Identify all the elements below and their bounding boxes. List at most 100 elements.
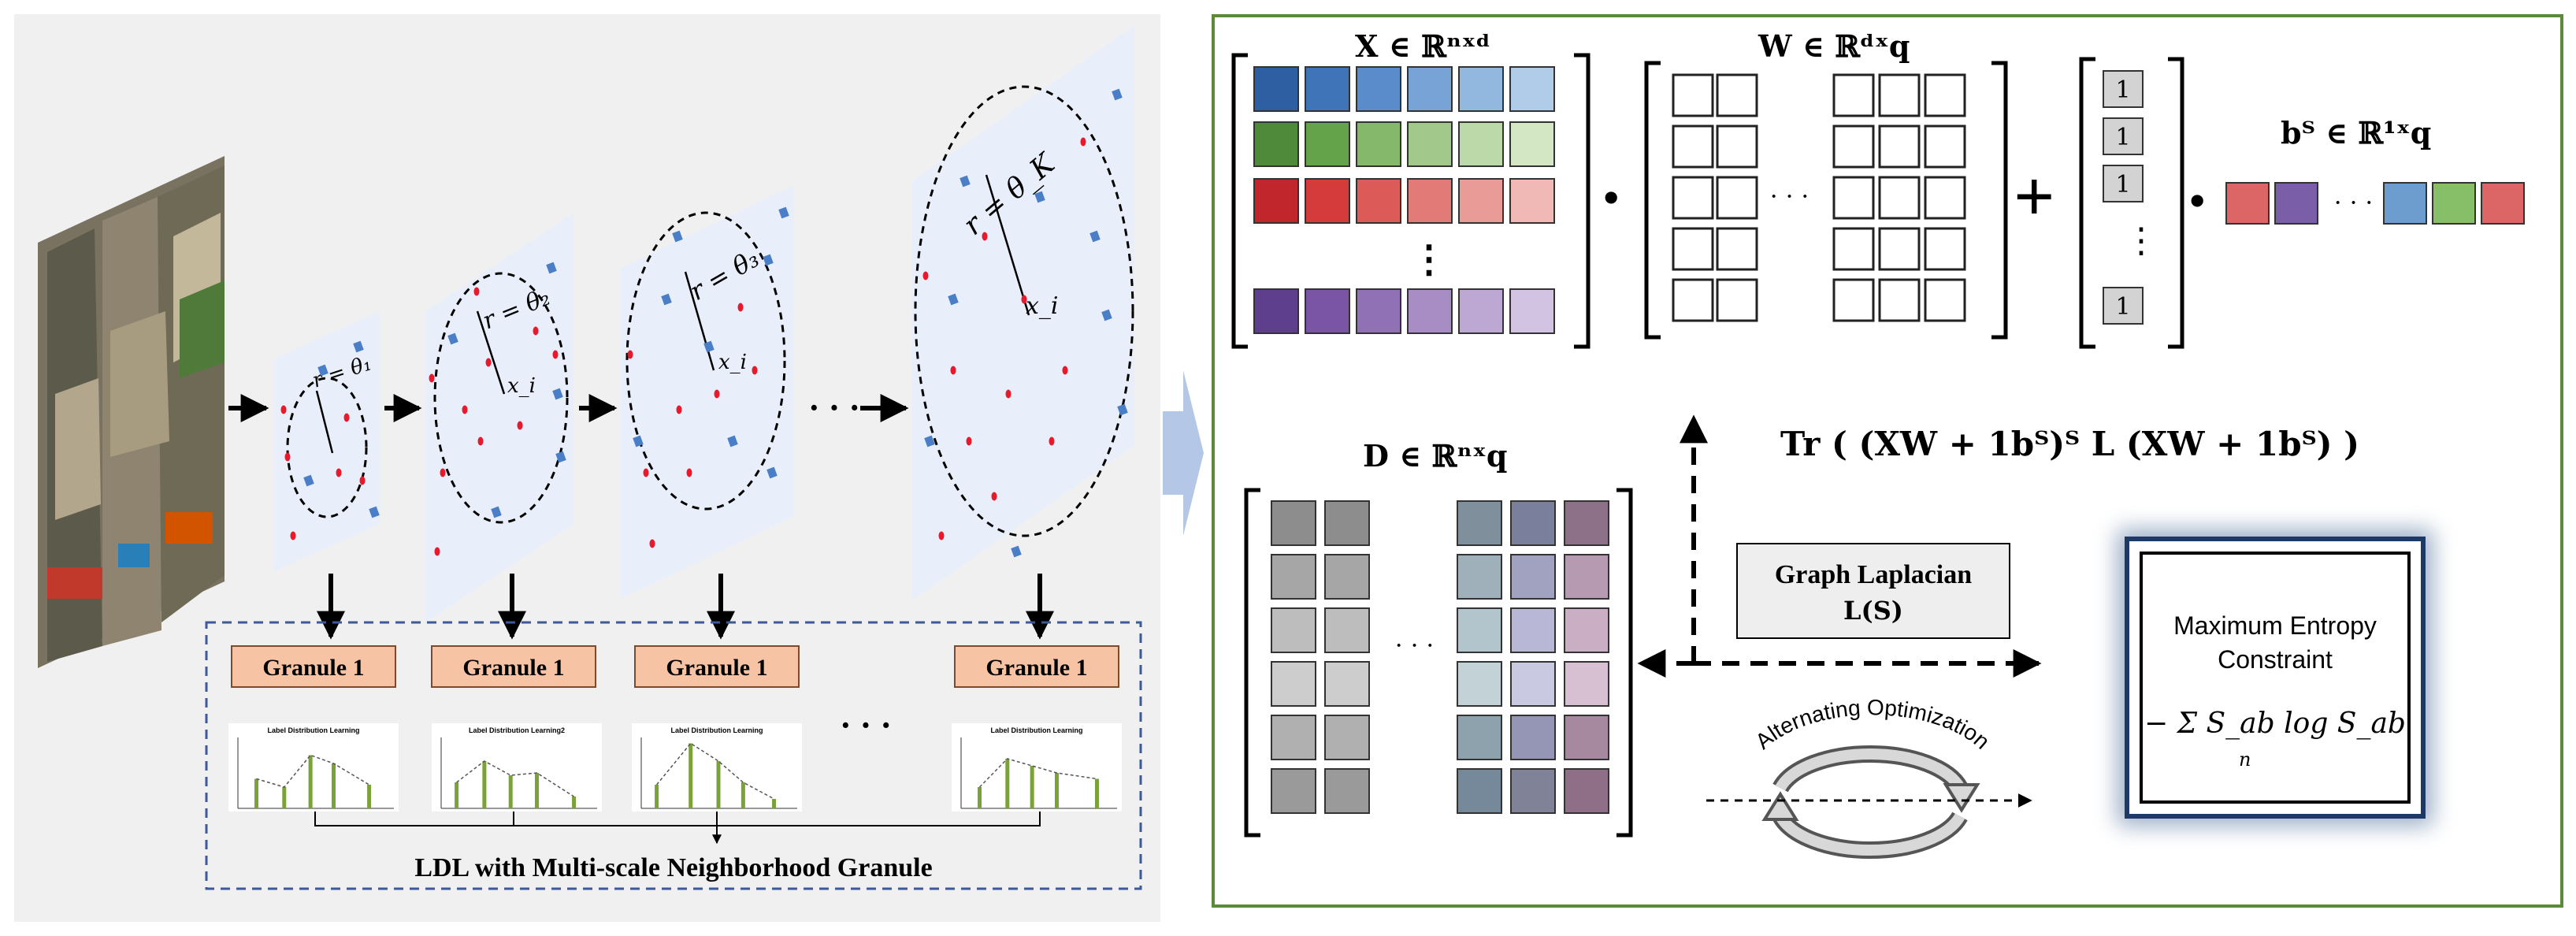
x-matrix-cell: [1305, 121, 1350, 167]
city-photo: [38, 156, 225, 668]
w-matrix-cells: [1672, 73, 1966, 322]
radius-line-1: [315, 390, 334, 454]
w-matrix-cell: [1672, 278, 1714, 322]
w-matrix-cell: [1832, 73, 1875, 117]
plus-operator: +: [2014, 156, 2054, 236]
sample-point-red: [1080, 137, 1086, 147]
x-matrix-cell: [1253, 66, 1299, 112]
w-matrix-cell: [1672, 227, 1714, 271]
entropy-title-2: Constraint: [2218, 645, 2333, 674]
sample-point-red: [485, 358, 492, 367]
d-matrix-cell: [1271, 500, 1316, 546]
x-matrix-cell: [1253, 288, 1299, 334]
sample-point-blue: [369, 506, 380, 518]
sample-point-red: [280, 405, 287, 414]
center-label-k: x_i: [1026, 292, 1059, 320]
w-matrix-cell: [1716, 124, 1758, 169]
x-matrix-cell: [1305, 288, 1350, 334]
x-matrix-cell: [1356, 66, 1401, 112]
granule-boxes: Granule 1 Granule 1 Granule 1 Granule 1: [231, 645, 1119, 688]
w-matrix-cell: [1832, 278, 1875, 322]
b-vector-hdots: · · ·: [2333, 188, 2374, 217]
b-vector-cell: [2225, 182, 2270, 225]
stage-ellipsis: · · ·: [808, 388, 860, 427]
sample-point-blue: [1011, 545, 1022, 558]
sample-point-red: [336, 468, 342, 477]
dot-operator-2: •: [2188, 173, 2206, 228]
x-matrix-cell: [1356, 288, 1401, 334]
sample-point-blue: [552, 388, 563, 400]
ones-cell-label: 1: [2115, 124, 2130, 151]
sample-point-blue: [633, 435, 644, 448]
w-matrix-cell: [1716, 73, 1758, 117]
x-matrix-cell: [1253, 178, 1299, 224]
d-matrix-cell: [1510, 661, 1556, 707]
w-matrix-cell: [1878, 73, 1921, 117]
granule-box-1: Granule 1: [231, 645, 396, 688]
w-matrix-cell: [1924, 124, 1966, 169]
b-vector-label: bᵀ ∈ ℝ¹ˣq: [2281, 115, 2431, 150]
x-matrix-cell: [1509, 121, 1555, 167]
d-matrix-cell: [1457, 607, 1502, 653]
trace-formula: Tr ( (XW + 1bᵀ)ᵀ L (XW + 1bᵀ) ): [1780, 425, 2359, 463]
neighborhood-plane-1: r = θ₁: [274, 311, 380, 571]
x-matrix-cell: [1407, 178, 1453, 224]
ldl-caption: LDL with Multi-scale Neighborhood Granul…: [414, 853, 932, 882]
w-matrix-hdots: · · ·: [1769, 182, 1810, 211]
sample-point-red: [1021, 295, 1027, 304]
sample-point-red: [686, 468, 692, 477]
w-matrix-cell: [1672, 124, 1714, 169]
d-matrix-cells: [1271, 500, 1609, 814]
sample-point-red: [991, 492, 997, 501]
d-matrix-cell: [1457, 554, 1502, 600]
d-matrix-cell: [1324, 661, 1370, 707]
d-matrix-cell: [1457, 715, 1502, 760]
sample-point-red: [477, 436, 484, 446]
neighborhood-plane-k: r = θ_K x_i: [912, 25, 1134, 600]
w-matrix-cell: [1924, 227, 1966, 271]
d-matrix-cell: [1510, 554, 1556, 600]
d-matrix-cell: [1564, 768, 1609, 814]
ones-cell: [2103, 70, 2144, 108]
sample-point-red: [676, 405, 682, 414]
d-matrix-cell: [1510, 500, 1556, 546]
sample-point-blue: [960, 175, 971, 188]
sample-point-blue: [672, 230, 683, 243]
sample-point-red: [950, 366, 956, 375]
ones-vdots: ⋮: [2124, 221, 2158, 260]
w-matrix-cell: [1878, 176, 1921, 220]
plot-curve: [256, 754, 369, 788]
sample-point-red: [440, 468, 446, 477]
sample-point-blue: [1112, 88, 1123, 101]
sample-point-red: [966, 436, 972, 446]
sample-point-red: [1005, 389, 1011, 399]
radius-line-k: [985, 174, 1030, 316]
sample-point-blue: [1089, 230, 1101, 243]
x-matrix-cell: [1407, 121, 1453, 167]
d-matrix-cell: [1271, 661, 1316, 707]
entropy-formula: − Σ S_ab log S_ab: [2144, 708, 2406, 740]
w-matrix-cell: [1672, 176, 1714, 220]
center-label-2: x_i: [507, 374, 536, 398]
graph-laplacian-box: Graph Laplacian L(S): [1736, 543, 2010, 639]
w-matrix-label: W ∈ ℝᵈˣq: [1758, 28, 1910, 64]
w-matrix-cell: [1878, 124, 1921, 169]
plots-ellipsis: · · ·: [840, 706, 892, 745]
ldl-plot-3: Label Distribution Learning: [632, 723, 802, 812]
sample-point-blue: [1101, 309, 1112, 321]
plot-title: Label Distribution Learning2: [469, 726, 565, 734]
neighborhood-plane-3: r = θ₃ x_i: [621, 185, 794, 599]
graph-connector-arrows: [1637, 414, 2042, 678]
plot-title: Label Distribution Learning: [267, 726, 359, 734]
sample-point-red: [1049, 436, 1055, 446]
d-matrix-cell: [1510, 768, 1556, 814]
d-matrix-cell: [1324, 500, 1370, 546]
sample-point-blue: [353, 340, 364, 353]
sample-point-red: [290, 531, 296, 540]
sample-point-red: [517, 421, 523, 430]
transition-arrow: [1163, 370, 1204, 536]
ones-cell: [2103, 287, 2144, 325]
sample-point-red: [938, 531, 945, 540]
plot-title: Label Distribution Learning: [990, 726, 1082, 734]
